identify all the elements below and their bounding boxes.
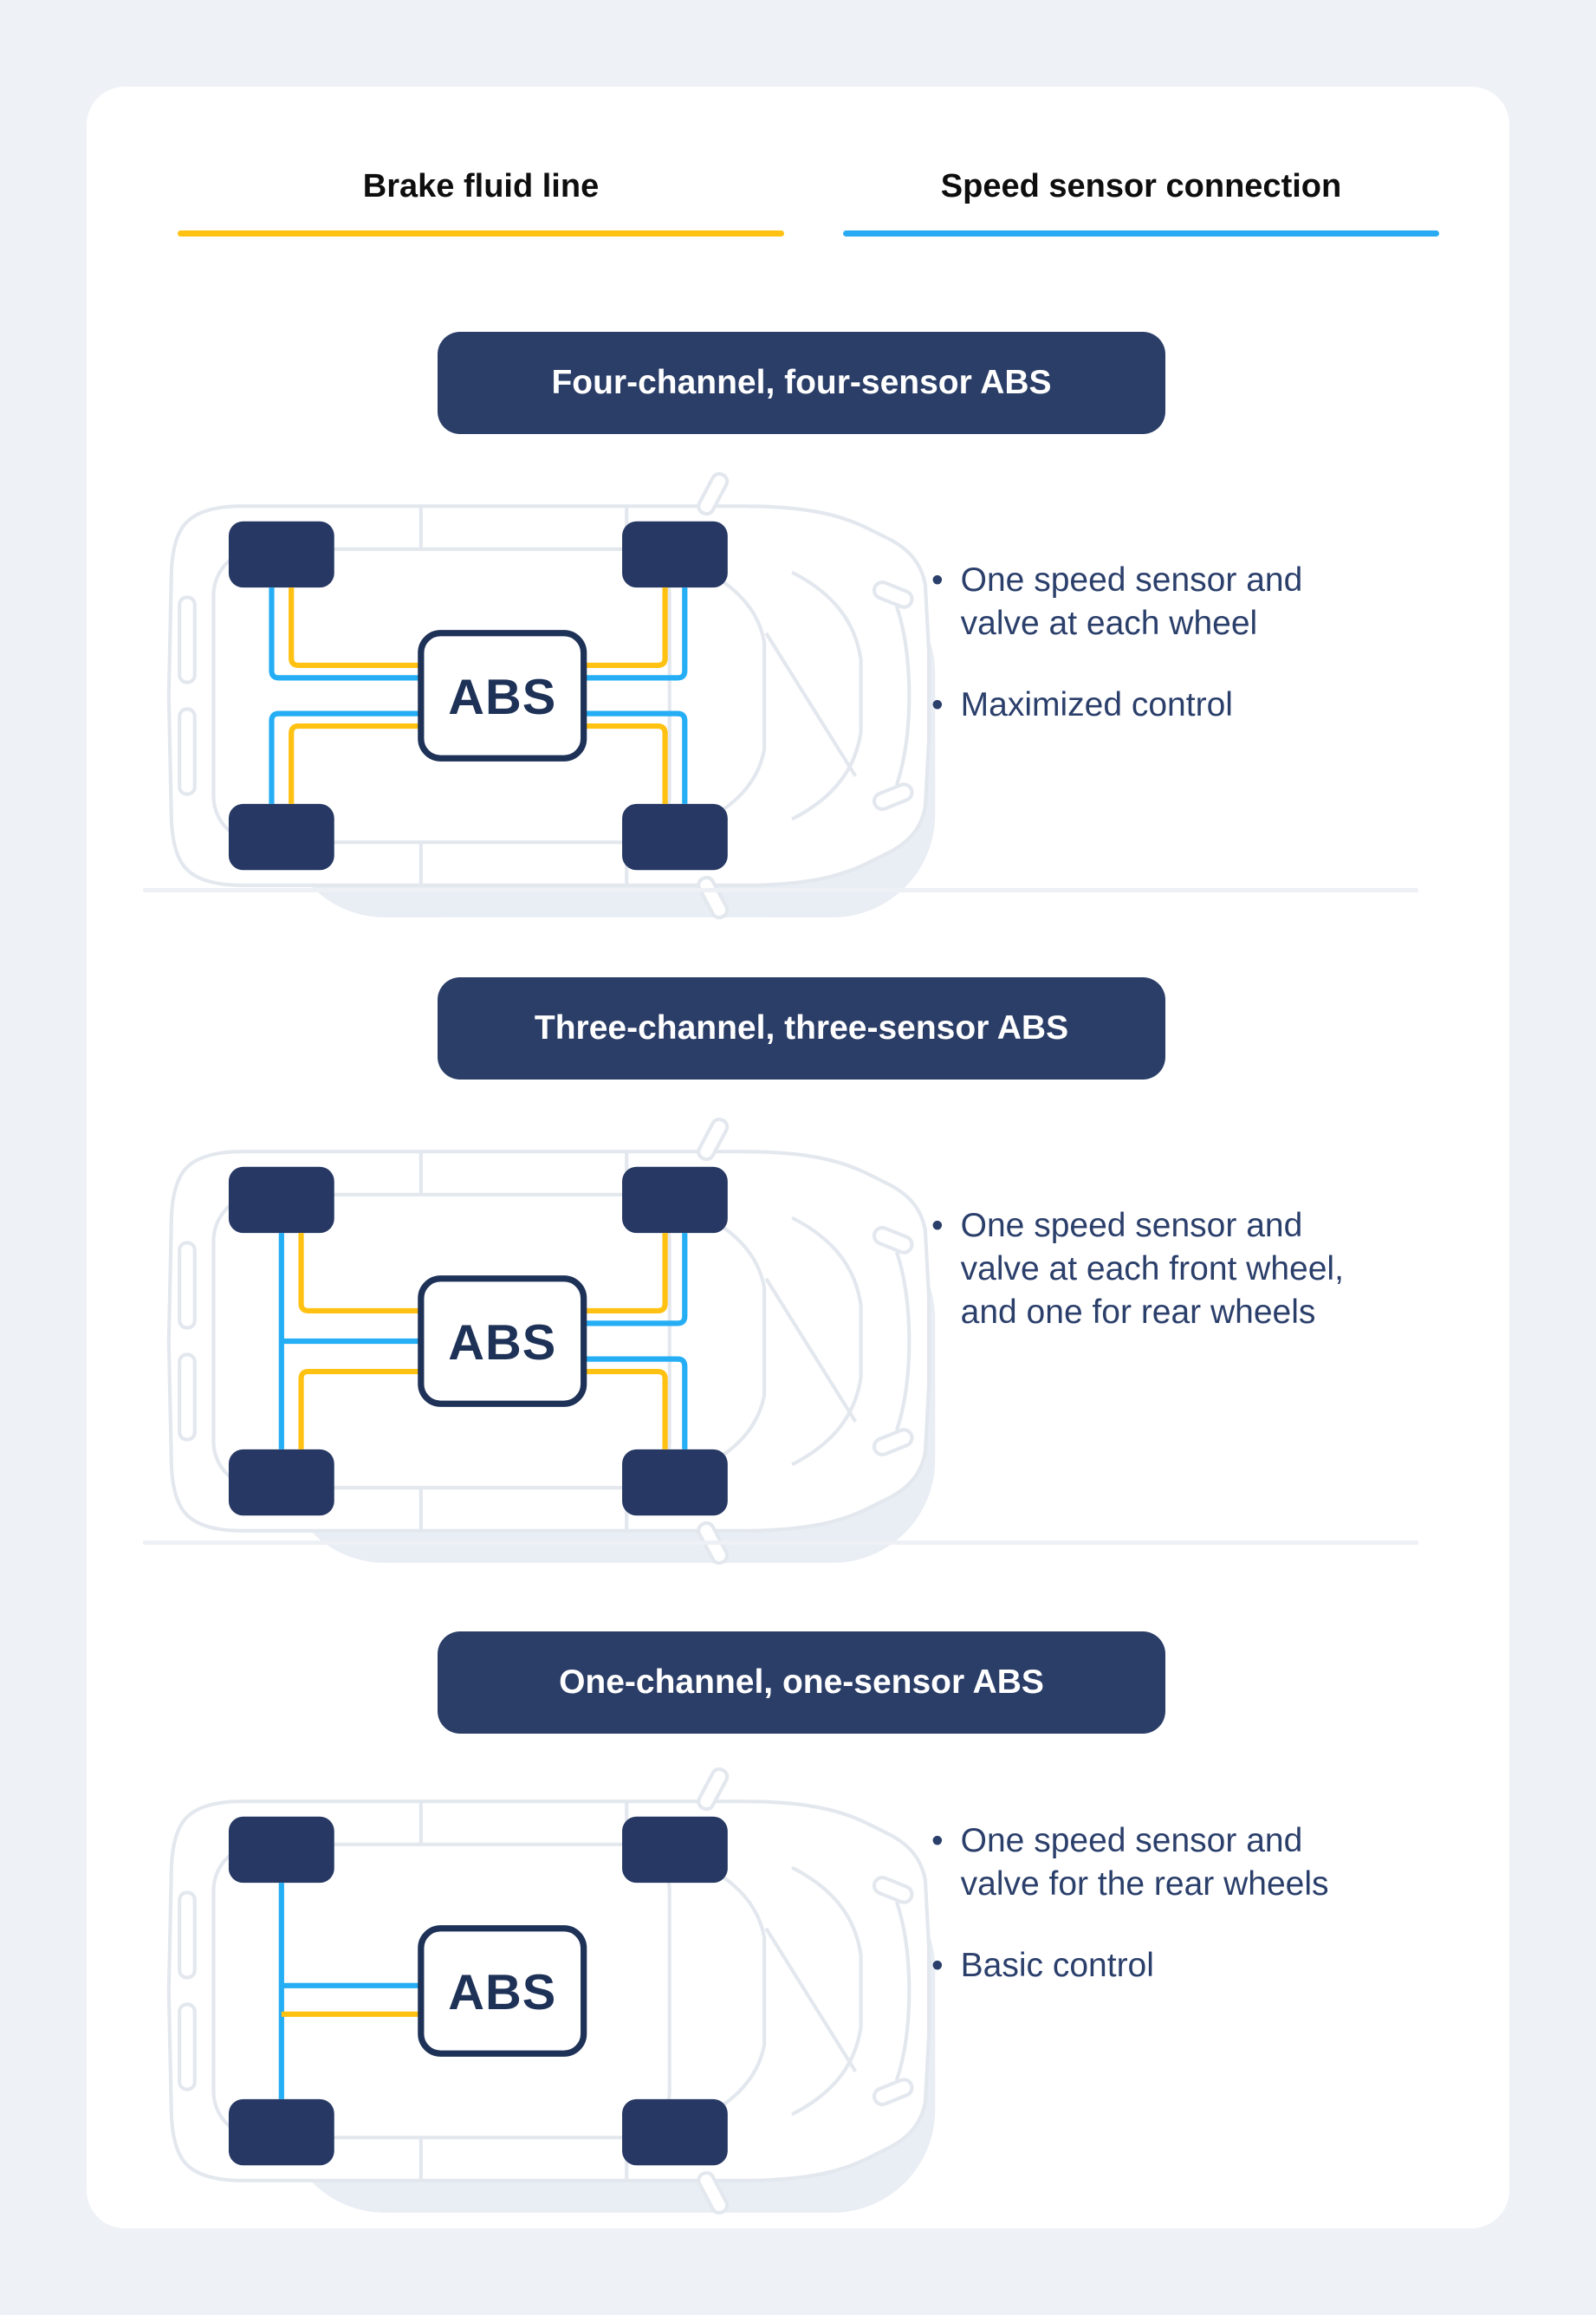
- abs-module-box: [418, 630, 587, 762]
- speed-sensor-line-front-bottom: [583, 710, 688, 804]
- list-item: Maximized control: [931, 684, 1451, 727]
- list-item: One speed sensor and valve at each wheel: [931, 559, 1451, 645]
- bullet-icon: [931, 1944, 944, 1988]
- legend-speed-sensor-label: Speed sensor connection: [940, 168, 1342, 204]
- section-bullets-three-channel: One speed sensor and valve at each front…: [931, 1204, 1451, 1372]
- speed-sensor-line-front-bottom: [583, 1356, 688, 1449]
- section-title-four-channel: Four-channel, four-sensor ABS: [438, 332, 1165, 434]
- diagram-three-channel-three-sensor: ABS: [126, 1118, 949, 1565]
- brake-fluid-line-front-top: [583, 587, 668, 669]
- section-divider: [143, 888, 1418, 892]
- abs-module-label: ABS: [448, 670, 556, 725]
- bullet-icon: [931, 1204, 944, 1334]
- brake-fluid-line-rear-bottom: [298, 1368, 429, 1449]
- bullet-icon: [931, 559, 944, 645]
- abs-module-label: ABS: [448, 1315, 556, 1371]
- diagram-four-channel-four-sensor: ABS: [126, 472, 949, 919]
- brake-fluid-line-rear-top: [289, 587, 429, 669]
- speed-sensor-line-rear-bottom: [269, 710, 429, 804]
- brake-fluid-line-front-top: [583, 1233, 668, 1314]
- section-bullets-one-channel: One speed sensor and valve for the rear …: [931, 1819, 1451, 2026]
- brake-fluid-line-front-bottom: [583, 723, 668, 804]
- section-title-one-channel: One-channel, one-sensor ABS: [438, 1631, 1165, 1734]
- legend-brake-fluid-label: Brake fluid line: [362, 168, 600, 204]
- abs-module-box: [418, 1275, 587, 1407]
- section-bullets-four-channel: One speed sensor and valve at each wheel…: [931, 559, 1451, 765]
- list-item: Basic control: [931, 1944, 1451, 1988]
- brake-fluid-line-rear-bottom: [289, 723, 429, 804]
- legend-speed-sensor: Speed sensor connection: [843, 166, 1439, 237]
- speed-sensor-line-rear-top: [269, 587, 429, 681]
- bullet-icon: [931, 1819, 944, 1906]
- abs-module-label: ABS: [448, 1965, 556, 2020]
- brake-fluid-line-swatch: [178, 230, 784, 237]
- abs-module-box: [418, 1925, 587, 2057]
- diagram-one-channel-one-sensor: ABS: [126, 1767, 949, 2214]
- list-item: One speed sensor and valve at each front…: [931, 1204, 1451, 1334]
- brake-fluid-line-front-bottom: [583, 1368, 668, 1449]
- speed-sensor-line-swatch: [843, 230, 1439, 237]
- section-title-three-channel: Three-channel, three-sensor ABS: [438, 977, 1165, 1080]
- legend-brake-fluid: Brake fluid line: [178, 166, 784, 237]
- bullet-icon: [931, 684, 944, 727]
- section-divider: [143, 1540, 1418, 1545]
- speed-sensor-line-front-top: [583, 1233, 688, 1326]
- content-card: Brake fluid line Speed sensor connection…: [87, 87, 1509, 2228]
- list-item: One speed sensor and valve for the rear …: [931, 1819, 1451, 1906]
- brake-fluid-line-rear-top: [298, 1233, 429, 1314]
- speed-sensor-line-front-top: [583, 587, 688, 681]
